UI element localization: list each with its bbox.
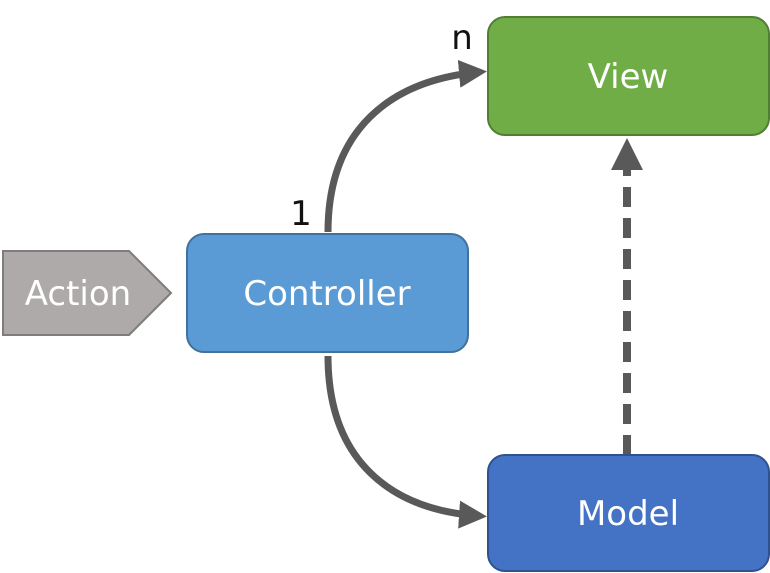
- multiplicity-target-label: n: [451, 18, 473, 58]
- view-node: View: [487, 16, 770, 136]
- controller-shape: [186, 233, 469, 353]
- action-label: Action: [25, 274, 131, 314]
- controller-label: Controller: [243, 274, 410, 314]
- model-label: Model: [577, 494, 679, 534]
- edge-controller-to-model: [324, 355, 487, 529]
- action-shape: [2, 250, 173, 336]
- model-shape: [487, 454, 770, 572]
- edge-controller-to-view: [324, 59, 487, 233]
- model-node: Model: [487, 454, 770, 572]
- action-node: Action: [2, 250, 173, 336]
- view-label: View: [588, 57, 669, 97]
- controller-node: Controller: [186, 233, 469, 353]
- view-shape: [487, 16, 770, 136]
- multiplicity-source-label: 1: [290, 194, 312, 234]
